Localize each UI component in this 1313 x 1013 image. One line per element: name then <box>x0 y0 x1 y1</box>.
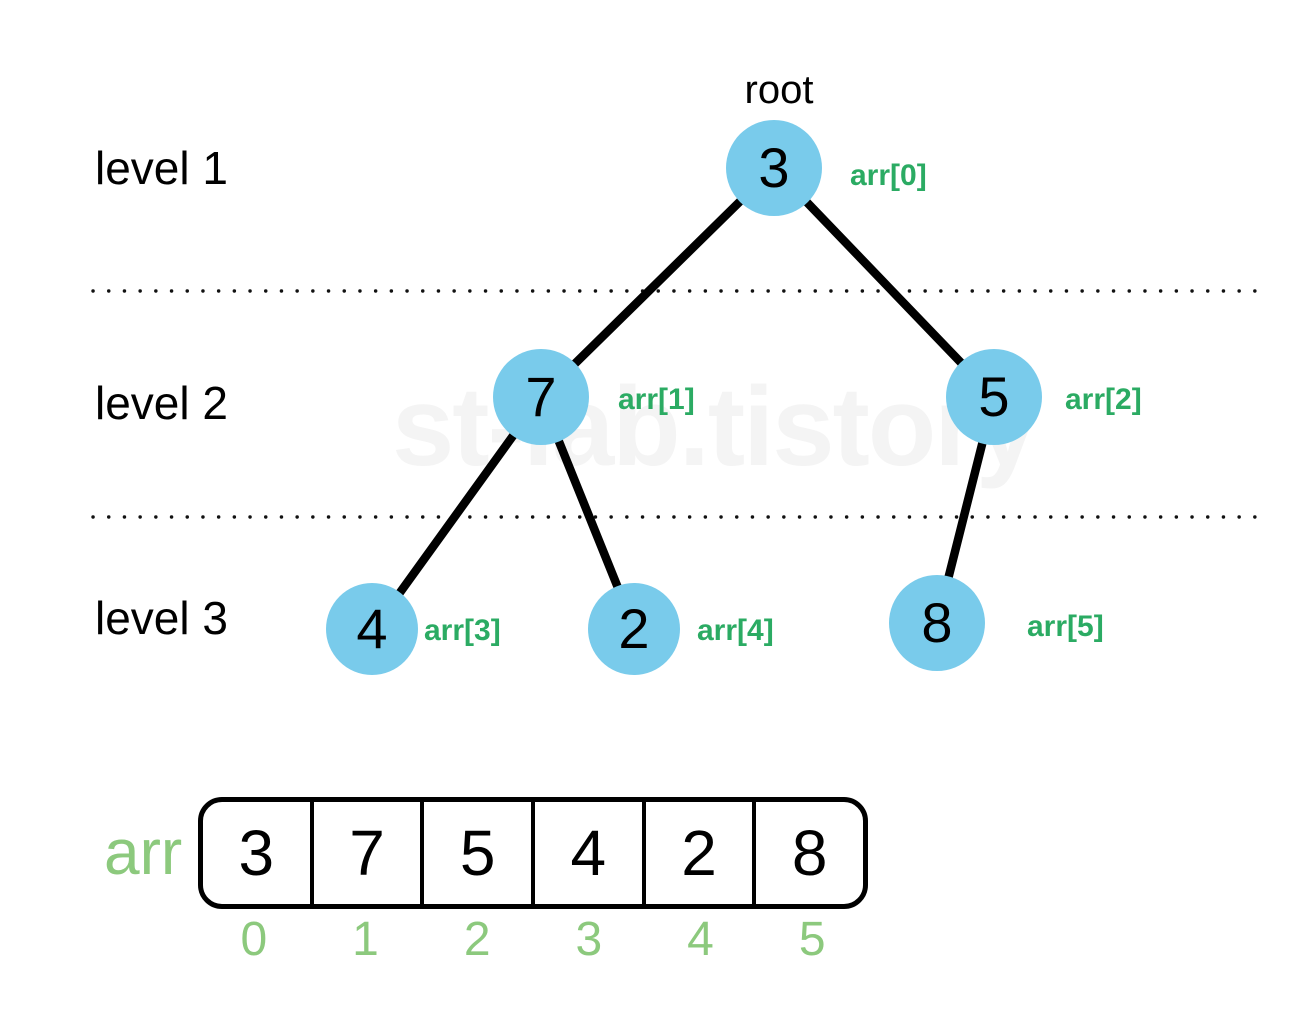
array-ref-label-5: arr[5] <box>1027 610 1104 643</box>
node-value: 2 <box>618 597 650 660</box>
array-ref-label-0: arr[0] <box>850 159 927 192</box>
root-pointer-label: root <box>744 68 814 112</box>
array-ref-label-4: arr[4] <box>697 614 774 647</box>
node-value: 7 <box>525 365 557 428</box>
array-cell-5: 8 <box>791 817 828 889</box>
array-index-1: 1 <box>352 913 379 966</box>
array-ref-label-3: arr[3] <box>424 614 501 647</box>
node-value: 8 <box>921 591 953 654</box>
node-value: 4 <box>356 597 388 660</box>
array-cell-1: 7 <box>314 802 425 904</box>
level-2-label: level 2 <box>95 377 228 429</box>
edge-3-5 <box>769 163 999 402</box>
level-3-label: level 3 <box>95 592 228 644</box>
edge-3-7 <box>536 163 779 402</box>
tree-node-left-right: 2 <box>588 583 680 675</box>
array-cell-3: 4 <box>535 802 646 904</box>
array-cell-4: 2 <box>646 802 757 904</box>
array-cell-2: 5 <box>424 802 536 904</box>
node-value: 5 <box>978 365 1010 428</box>
tree-node-left: 7 <box>493 349 589 445</box>
array-name-label: arr <box>104 816 183 888</box>
array-index-4: 4 <box>687 913 714 966</box>
array-index-0: 0 <box>240 913 268 966</box>
array-index-3: 3 <box>575 913 603 966</box>
tree-node-right: 5 <box>946 349 1042 445</box>
level-1-label: level 1 <box>95 142 228 194</box>
tree-node-root: 3 <box>726 120 822 216</box>
array-index-row: 0 1 2 3 4 5 <box>198 916 868 964</box>
array-box: 3 7 5 4 2 8 <box>198 797 868 909</box>
array-ref-label-2: arr[2] <box>1065 383 1142 416</box>
array-cell-0: 3 <box>203 802 314 904</box>
array-ref-label-1: arr[1] <box>618 383 695 416</box>
tree-node-right-left: 8 <box>889 575 985 671</box>
node-value: 3 <box>758 136 790 199</box>
array-index-2: 2 <box>463 913 491 966</box>
array-index-5: 5 <box>798 913 826 966</box>
tree-node-left-left: 4 <box>326 583 418 675</box>
